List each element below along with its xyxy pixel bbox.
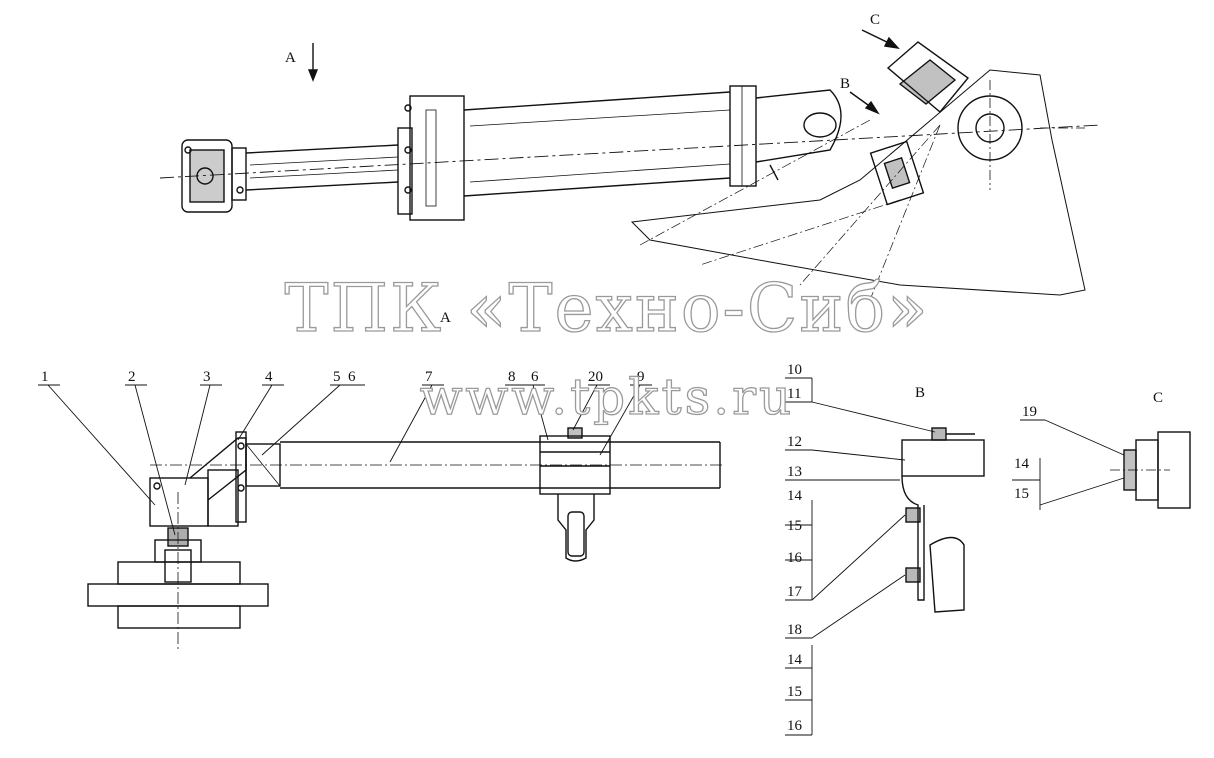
view-c-drawing [1110, 431, 1191, 509]
callout-14: 14 [787, 488, 803, 504]
callout-9: 9 [637, 369, 645, 385]
callout-7: 7 [425, 369, 433, 385]
callout-16: 16 [787, 550, 803, 566]
view-a-title: A [440, 310, 451, 326]
callout-4: 4 [265, 369, 273, 385]
callout-10: 10 [787, 362, 802, 378]
callout-15: 15 [787, 518, 802, 534]
callout-18: 18 [787, 622, 802, 638]
view-b-leaders [785, 377, 936, 736]
callout-14b: 14 [787, 652, 803, 668]
callout-8: 8 [508, 369, 516, 385]
callout-11: 11 [787, 386, 801, 402]
view-b-arrow-label: B [840, 76, 850, 92]
view-a-drawing [87, 427, 725, 650]
callout-20: 20 [588, 369, 603, 385]
callout-13: 13 [787, 464, 802, 480]
callout-17: 17 [787, 584, 803, 600]
view-c-leaders [1012, 419, 1125, 510]
view-arrows [307, 29, 900, 115]
callout-14c: 14 [1014, 456, 1030, 472]
view-b-drawing [901, 427, 985, 613]
callout-6b: 6 [531, 369, 539, 385]
callout-6: 6 [348, 369, 356, 385]
view-b-title: B [915, 385, 925, 401]
view-c-arrow-label: C [870, 12, 880, 28]
callout-3: 3 [203, 369, 211, 385]
cylinder-assembly [159, 85, 1101, 221]
callout-15c: 15 [1014, 486, 1029, 502]
callout-5: 5 [333, 369, 341, 385]
view-c-title: C [1153, 390, 1163, 406]
bracket-plate [630, 41, 1086, 301]
callout-1: 1 [41, 369, 49, 385]
callout-12: 12 [787, 434, 802, 450]
view-a-leaders [38, 384, 652, 536]
callout-2: 2 [128, 369, 136, 385]
callout-19: 19 [1022, 404, 1037, 420]
callout-15b: 15 [787, 684, 802, 700]
callout-16b: 16 [787, 718, 803, 734]
view-a-arrow-label: A [285, 50, 296, 66]
